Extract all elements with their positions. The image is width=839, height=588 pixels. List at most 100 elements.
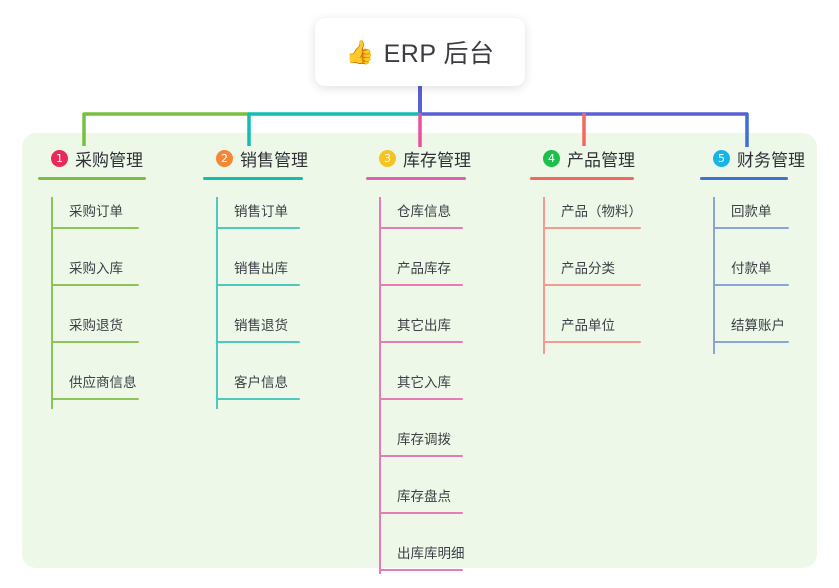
leaf-node-label: 产品库存 <box>397 261 451 276</box>
leaf-node-underline <box>379 512 463 514</box>
leaf-node-label: 其它出库 <box>397 318 451 333</box>
branch-column-4: 4 产品管理产品（物料） 产品分类产品单位 <box>530 145 642 354</box>
branch-underline-4 <box>530 177 634 180</box>
leaf-node[interactable]: 采购订单 <box>38 197 146 229</box>
branch-header-4[interactable]: 4 产品管理 <box>530 145 642 171</box>
leaf-node-label: 库存盘点 <box>397 489 451 504</box>
branch-column-3: 3 库存管理仓库信息产品库存其它出库其它入库库存调拨库存盘点出库库明细 <box>366 145 471 574</box>
leaf-node[interactable]: 出库库明细 <box>366 539 471 571</box>
leaf-node-label: 其它入库 <box>397 375 451 390</box>
leaf-node[interactable]: 其它入库 <box>366 368 471 400</box>
leaf-node-label: 产品（物料） <box>561 204 642 219</box>
leaf-node-underline <box>216 227 300 229</box>
leaf-node-label: 采购入库 <box>69 261 123 276</box>
leaf-node-underline <box>51 227 139 229</box>
leaf-node[interactable]: 采购入库 <box>38 254 146 286</box>
branch-badge-3: 3 <box>379 149 396 167</box>
leaf-node[interactable]: 销售订单 <box>203 197 308 229</box>
branch-spine-1 <box>51 197 53 409</box>
leaf-node-underline <box>379 341 463 343</box>
leaf-node[interactable]: 结算账户 <box>700 311 805 343</box>
branch-underline-3 <box>366 177 466 180</box>
branch-badge-1: 1 <box>51 149 68 167</box>
leaf-node-underline <box>543 284 641 286</box>
leaf-node[interactable]: 仓库信息 <box>366 197 471 229</box>
branch-badge-2: 2 <box>216 149 233 167</box>
branch-header-3[interactable]: 3 库存管理 <box>366 145 471 171</box>
leaf-node-label: 回款单 <box>731 204 772 219</box>
branch-underline-5 <box>700 177 788 180</box>
branch-title-1: 采购管理 <box>75 150 143 170</box>
leaf-node-underline <box>216 341 300 343</box>
branch-header-5[interactable]: 5 财务管理 <box>700 145 805 171</box>
branch-items-5: 回款单付款单结算账户 <box>700 197 805 354</box>
leaf-node-underline <box>51 284 139 286</box>
branch-spine-2 <box>216 197 218 409</box>
leaf-node[interactable]: 付款单 <box>700 254 805 286</box>
leaf-node-underline <box>543 341 641 343</box>
leaf-node-label: 出库库明细 <box>397 546 465 561</box>
branch-underline-1 <box>38 177 146 180</box>
branch-badge-5: 5 <box>713 149 730 167</box>
leaf-node[interactable]: 客户信息 <box>203 368 308 400</box>
branch-title-5: 财务管理 <box>737 150 805 170</box>
branch-header-1[interactable]: 1 采购管理 <box>38 145 146 171</box>
leaf-node-underline <box>713 227 789 229</box>
diagram-background-panel <box>22 133 817 568</box>
branch-title-4: 产品管理 <box>567 150 635 170</box>
root-node-title: 👍 ERP 后台 <box>345 34 494 70</box>
leaf-node-underline <box>379 455 463 457</box>
leaf-node[interactable]: 产品单位 <box>530 311 642 343</box>
branch-header-2[interactable]: 2 销售管理 <box>203 145 308 171</box>
leaf-node-label: 供应商信息 <box>69 375 137 390</box>
leaf-node-label: 销售出库 <box>234 261 288 276</box>
leaf-node-label: 库存调拨 <box>397 432 451 447</box>
leaf-node-underline <box>543 227 641 229</box>
leaf-node-label: 销售订单 <box>234 204 288 219</box>
leaf-node-label: 客户信息 <box>234 375 288 390</box>
root-node-card[interactable]: 👍 ERP 后台 <box>315 18 525 86</box>
leaf-node[interactable]: 销售出库 <box>203 254 308 286</box>
branch-title-3: 库存管理 <box>403 150 471 170</box>
leaf-node-underline <box>379 284 463 286</box>
leaf-node-underline <box>379 569 463 571</box>
leaf-node-label: 采购退货 <box>69 318 123 333</box>
leaf-node-label: 产品单位 <box>561 318 615 333</box>
leaf-node[interactable]: 回款单 <box>700 197 805 229</box>
leaf-node-label: 付款单 <box>731 261 772 276</box>
leaf-node-label: 销售退货 <box>234 318 288 333</box>
leaf-node-underline <box>51 341 139 343</box>
leaf-node[interactable]: 产品（物料） <box>530 197 642 229</box>
branch-items-1: 采购订单采购入库采购退货供应商信息 <box>38 197 146 409</box>
leaf-node-underline <box>379 227 463 229</box>
leaf-node-underline <box>713 284 789 286</box>
branch-column-5: 5 财务管理回款单付款单结算账户 <box>700 145 805 354</box>
branch-spine-3 <box>379 197 381 574</box>
leaf-node[interactable]: 采购退货 <box>38 311 146 343</box>
branch-spine-4 <box>543 197 545 354</box>
leaf-node[interactable]: 产品库存 <box>366 254 471 286</box>
leaf-node[interactable]: 销售退货 <box>203 311 308 343</box>
leaf-node-label: 采购订单 <box>69 204 123 219</box>
leaf-node-underline <box>379 398 463 400</box>
leaf-node-label: 结算账户 <box>731 318 785 333</box>
branch-title-2: 销售管理 <box>240 150 308 170</box>
leaf-node-label: 仓库信息 <box>397 204 451 219</box>
leaf-node[interactable]: 其它出库 <box>366 311 471 343</box>
root-node-label: ERP 后台 <box>383 40 495 68</box>
leaf-node[interactable]: 库存调拨 <box>366 425 471 457</box>
branch-column-1: 1 采购管理采购订单采购入库采购退货供应商信息 <box>38 145 146 409</box>
branch-underline-2 <box>203 177 303 180</box>
branch-spine-5 <box>713 197 715 354</box>
branch-items-4: 产品（物料） 产品分类产品单位 <box>530 197 642 354</box>
branch-badge-4: 4 <box>543 149 560 167</box>
leaf-node-underline <box>51 398 139 400</box>
leaf-node[interactable]: 产品分类 <box>530 254 642 286</box>
leaf-node[interactable]: 库存盘点 <box>366 482 471 514</box>
leaf-node[interactable]: 供应商信息 <box>38 368 146 400</box>
leaf-node-label: 产品分类 <box>561 261 615 276</box>
leaf-node-underline <box>216 398 300 400</box>
branch-items-3: 仓库信息产品库存其它出库其它入库库存调拨库存盘点出库库明细 <box>366 197 471 574</box>
